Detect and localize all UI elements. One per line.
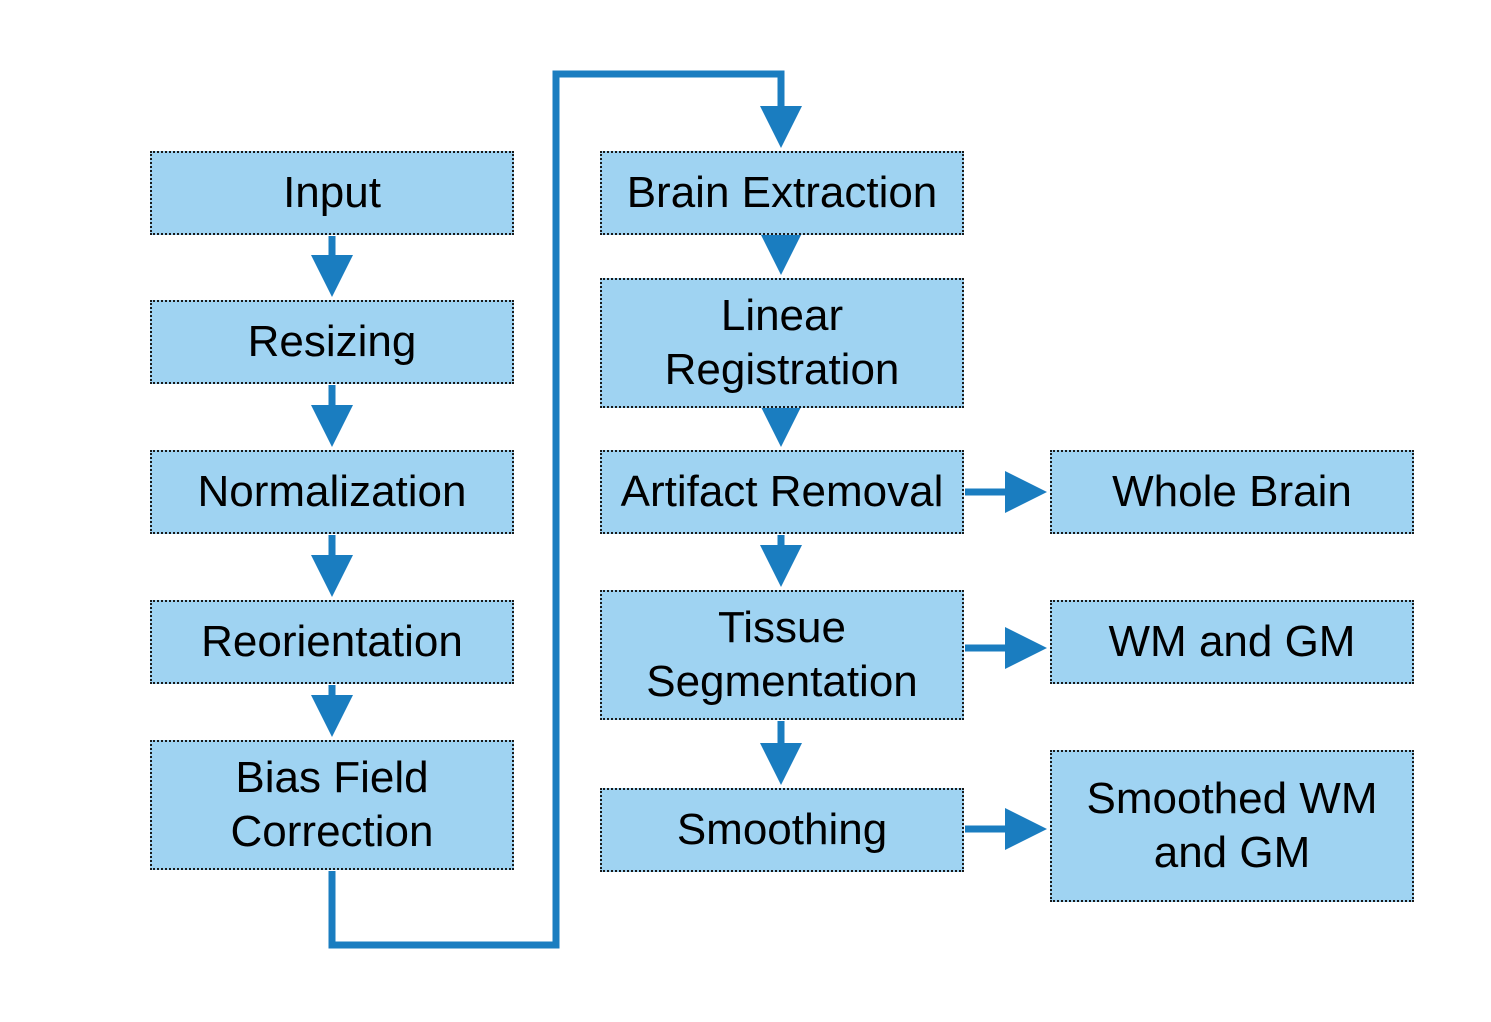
node-reorientation-label: Reorientation	[201, 617, 463, 666]
node-whole-brain-label: Whole Brain	[1112, 467, 1352, 516]
node-resizing: Resizing	[150, 300, 514, 384]
node-linear-label-line1: Linear	[720, 291, 844, 340]
node-smoothing: Smoothing	[600, 788, 964, 872]
node-artifact-removal-label: Artifact Removal	[620, 467, 944, 516]
node-bias-label-line2: Correction	[230, 807, 434, 856]
node-linear-registration: Linear Registration	[600, 278, 964, 408]
node-tissue-label-line1: Tissue	[718, 603, 846, 652]
node-wm-and-gm-label: WM and GM	[1108, 617, 1356, 666]
node-reorientation: Reorientation	[150, 600, 514, 684]
node-resizing-label: Resizing	[247, 317, 417, 366]
node-brain-extraction: Brain Extraction	[600, 151, 964, 235]
node-input-label: Input	[283, 168, 381, 217]
node-tissue-label-line2: Segmentation	[646, 657, 918, 706]
node-swmgm-label-line1: Smoothed WM	[1086, 774, 1378, 823]
node-smoothed-wm-and-gm: Smoothed WM and GM	[1050, 750, 1414, 902]
node-wm-and-gm: WM and GM	[1050, 600, 1414, 684]
node-bias-field-correction: Bias Field Correction	[150, 740, 514, 870]
node-whole-brain: Whole Brain	[1050, 450, 1414, 534]
node-input: Input	[150, 151, 514, 235]
node-artifact-removal: Artifact Removal	[600, 450, 964, 534]
node-smoothing-label: Smoothing	[676, 805, 888, 854]
node-linear-label-line2: Registration	[664, 345, 900, 394]
node-normalization: Normalization	[150, 450, 514, 534]
node-tissue-segmentation: Tissue Segmentation	[600, 590, 964, 720]
node-brain-extraction-label: Brain Extraction	[626, 168, 938, 217]
node-normalization-label: Normalization	[197, 467, 467, 516]
edge-bias-brain-extraction	[328, 70, 802, 949]
node-bias-label-line1: Bias Field	[235, 753, 429, 802]
node-swmgm-label-line2: and GM	[1153, 828, 1311, 877]
